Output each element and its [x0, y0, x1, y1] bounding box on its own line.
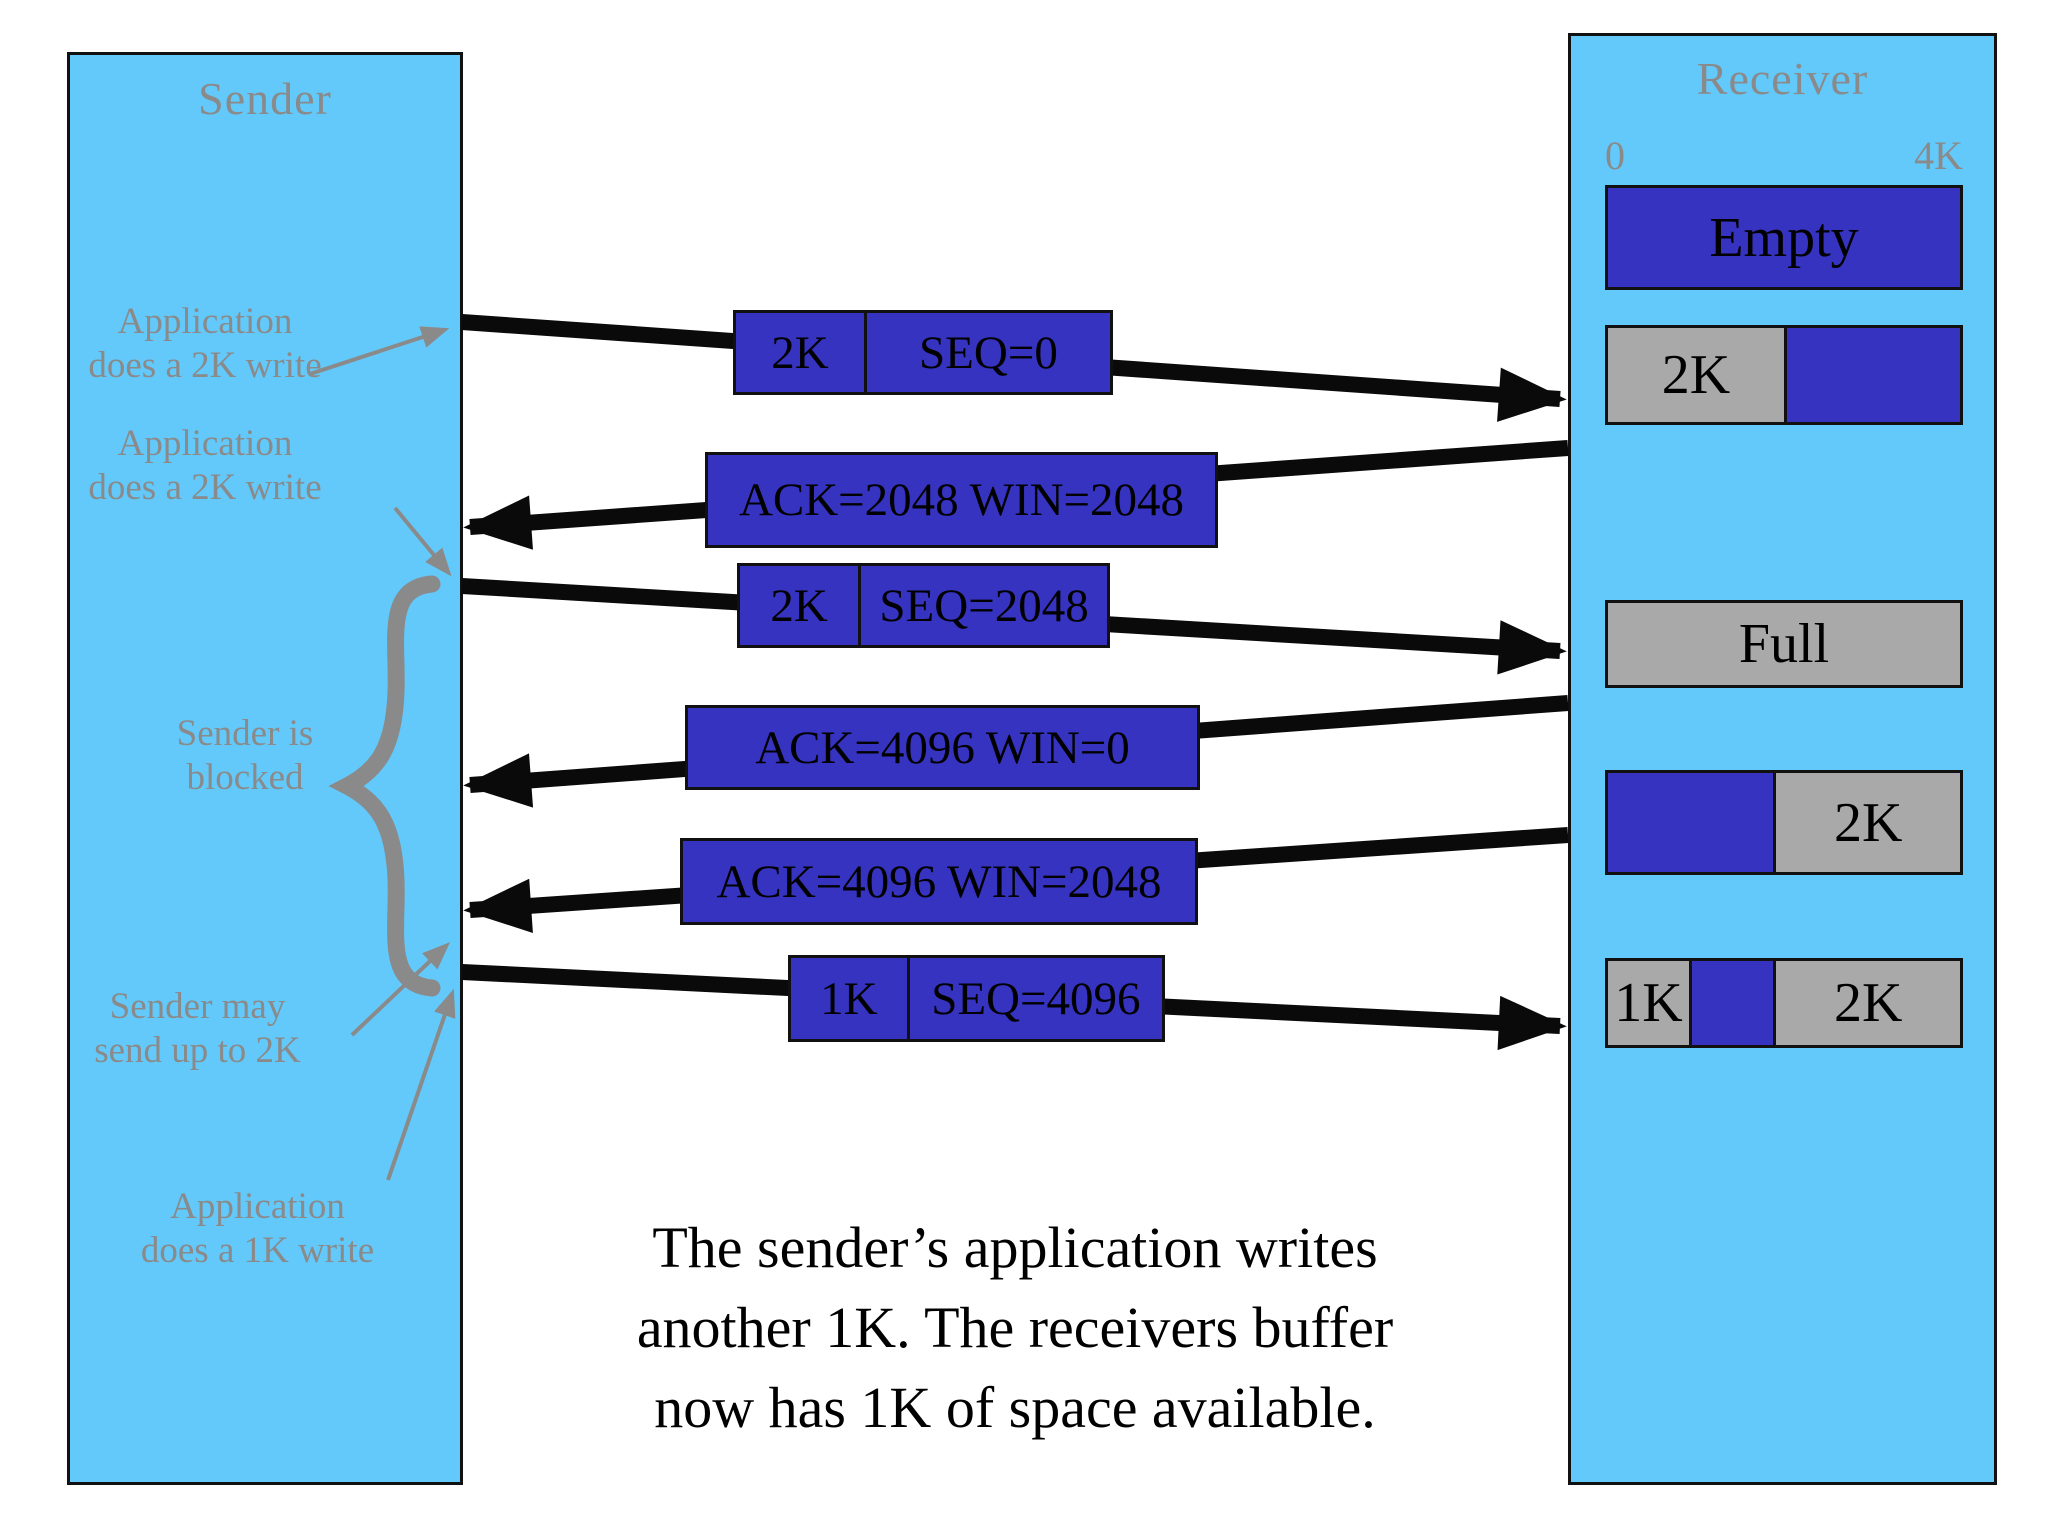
label-app-2k-write-1: Application does a 2K write: [88, 301, 322, 386]
buffer-state-full: Full: [1605, 600, 1963, 688]
message-box-seq4096: 1K SEQ=4096: [788, 955, 1165, 1042]
buffer-state-app-read-2k: 2K: [1605, 770, 1963, 875]
message-box-seq0: 2K SEQ=0: [733, 310, 1113, 395]
message-box-ack4096-win2048: ACK=4096 WIN=2048: [680, 838, 1198, 925]
caption-text: The sender’s application writes another …: [460, 1208, 1570, 1448]
buffer-state-2k-received: 2K: [1605, 325, 1963, 425]
label-may-send-2k: Sender may send up to 2K: [94, 986, 301, 1071]
buffer-scale: 0 4K: [1605, 132, 1963, 179]
label-sender-blocked: Sender is blocked: [176, 713, 314, 798]
buffer-state-1k-more: 1K 2K: [1605, 958, 1963, 1048]
receiver-title: Receiver: [1696, 53, 1869, 104]
buffer-state-empty: Empty: [1605, 185, 1963, 290]
caption-line-3: now has 1K of space available.: [654, 1375, 1376, 1440]
message-box-ack4096-win0: ACK=4096 WIN=0: [685, 705, 1200, 790]
scale-start-label: 0: [1605, 133, 1625, 178]
message-box-seq2048: 2K SEQ=2048: [737, 563, 1110, 648]
caption-line-2: another 1K. The receivers buffer: [636, 1295, 1394, 1360]
label-app-1k-write: Application does a 1K write: [140, 1186, 375, 1271]
message-box-ack2048: ACK=2048 WIN=2048: [705, 452, 1218, 548]
scale-end-label: 4K: [1914, 133, 1963, 178]
label-app-2k-write-2: Application does a 2K write: [88, 423, 322, 508]
sender-title: Sender: [198, 73, 332, 124]
caption-line-1: The sender’s application writes: [652, 1215, 1378, 1280]
